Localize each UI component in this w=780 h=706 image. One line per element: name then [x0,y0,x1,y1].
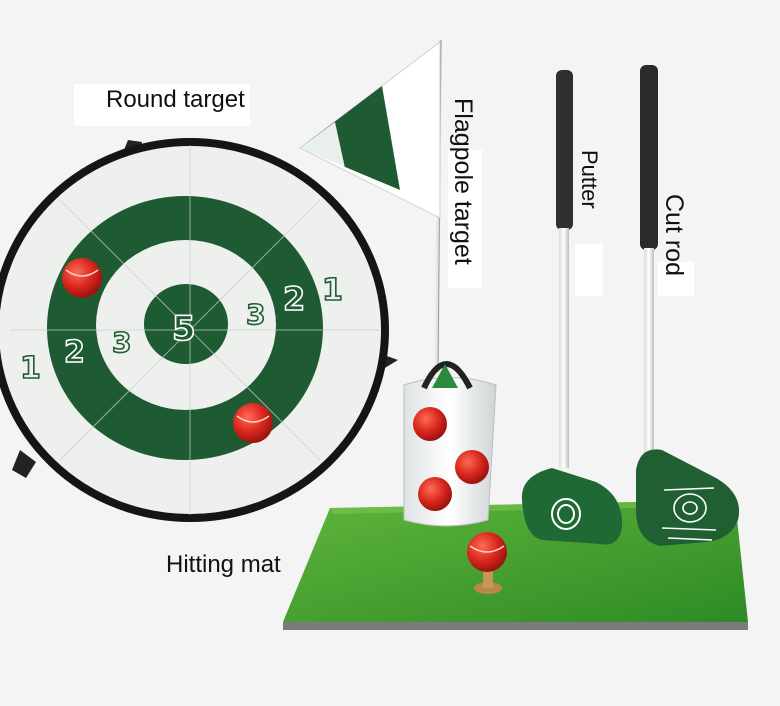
putter-shaft [559,228,569,468]
red-ball [233,403,273,443]
target-loop [12,450,36,478]
label-background [575,244,603,296]
target-number-1-left: 1 [20,351,41,386]
putter-head [521,468,623,545]
base-handle [421,361,473,390]
label-background [74,84,250,126]
hitting-mat-label: Hitting mat [166,551,281,578]
round-target-label: Round target [106,86,245,113]
ball-on-tee [467,532,507,594]
target-number-2-right: 2 [283,280,305,318]
target-number-5: 5 [172,309,196,349]
putter-grip [556,70,573,230]
target-number-1-right: 1 [322,273,343,308]
red-ball [418,477,452,511]
cut-rod-shaft [644,248,654,453]
label-background [448,150,482,288]
target-number-3-left: 3 [112,326,131,359]
round-target: 1 2 3 5 3 2 1 [0,138,398,522]
target-number-2-left: 2 [64,335,85,370]
cut-rod-head [636,449,740,546]
label-background [658,262,694,296]
flagpole-target [299,39,497,527]
red-ball [62,258,102,298]
cut-rod-label: Cut rod [660,194,688,276]
target-bullseye [144,284,228,364]
fabric-creases [10,145,380,515]
cut-rod-grip [640,65,658,250]
putter-label: Putter [577,150,602,209]
red-ball [455,450,489,484]
red-ball [413,407,447,441]
target-number-3-right: 3 [246,298,265,331]
flagpole-target-label: Flagpole target [449,98,477,265]
putter [521,70,623,545]
flag-base [403,377,497,527]
cut-rod [636,65,740,546]
